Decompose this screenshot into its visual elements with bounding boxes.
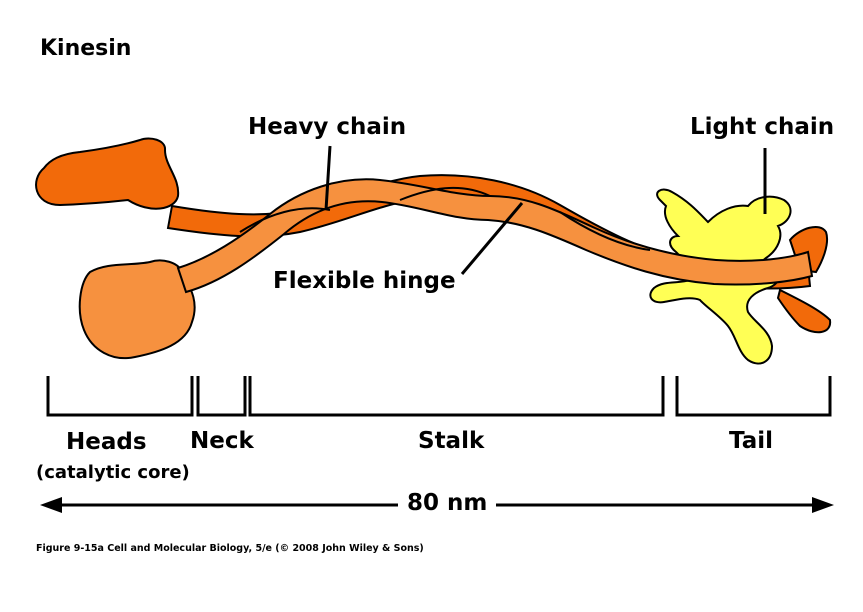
flexible-hinge-pointer — [460, 202, 524, 275]
heavy-chain-light — [78, 178, 814, 360]
figure-title: Kinesin — [40, 36, 132, 61]
stalk-label: Stalk — [418, 428, 485, 454]
neck-label: Neck — [190, 428, 254, 454]
length-label: 80 nm — [407, 490, 488, 516]
heads-label: Heads — [66, 429, 147, 455]
tail-bracket — [675, 376, 832, 417]
heavy-chain-label: Heavy chain — [248, 114, 407, 140]
length-arrow — [40, 497, 834, 513]
heavy-chain-pointer — [324, 145, 332, 211]
stalk-bracket — [248, 376, 665, 417]
region-brackets — [46, 376, 832, 417]
tail-label: Tail — [729, 428, 774, 454]
figure-caption: Figure 9-15a Cell and Molecular Biology,… — [36, 543, 424, 554]
heads-bracket — [46, 376, 194, 417]
light-chain-label: Light chain — [690, 114, 835, 140]
heads-sublabel: (catalytic core) — [36, 462, 190, 483]
flexible-hinge-label: Flexible hinge — [273, 268, 456, 294]
neck-bracket — [196, 376, 247, 417]
